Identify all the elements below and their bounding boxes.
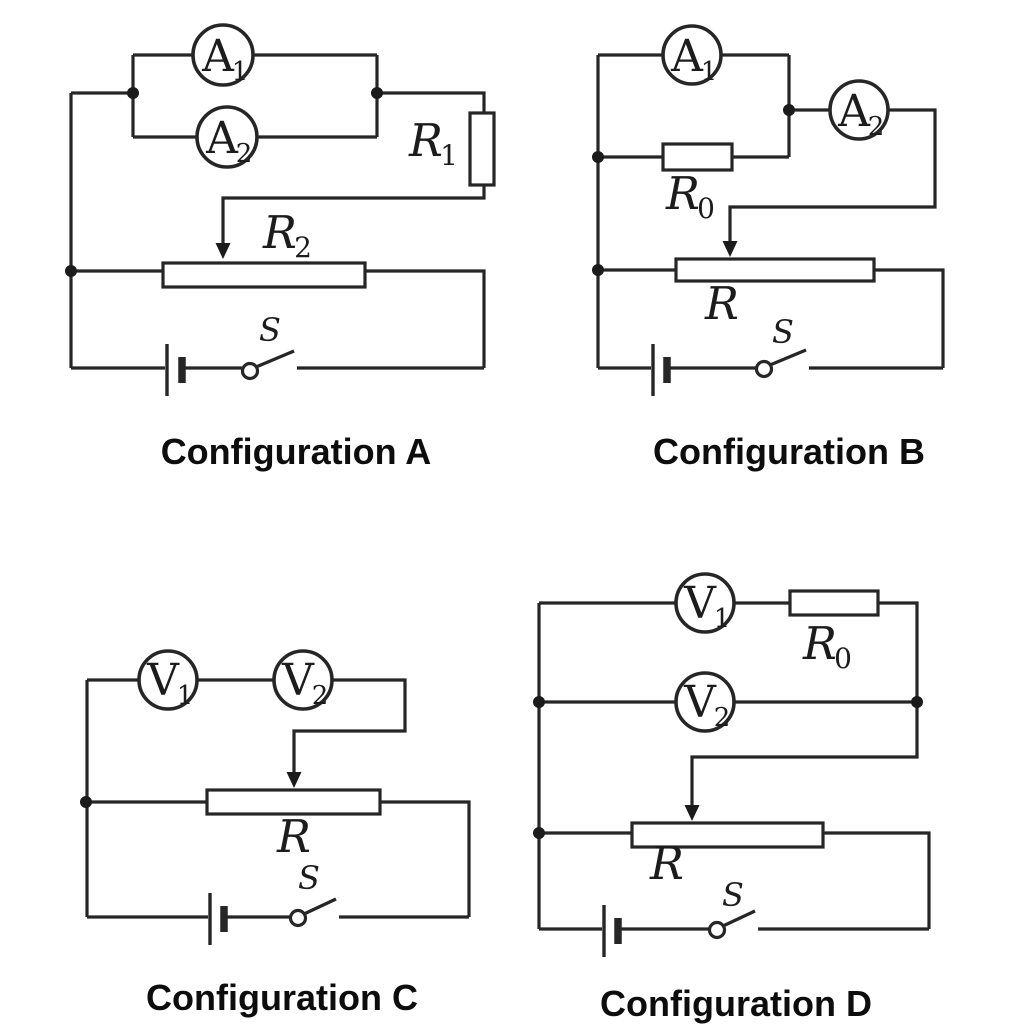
switch-lever-d xyxy=(722,909,756,928)
switch-pivot-d xyxy=(707,920,727,940)
voltmeter-v2-label-d: V xyxy=(683,677,717,728)
rheostat-r-symbol-c xyxy=(205,788,382,816)
rheostat-r-symbol-b xyxy=(674,257,876,283)
junction-dot xyxy=(371,87,383,99)
resistor-r0-subscript-d: 0 xyxy=(834,642,852,675)
caption-configuration-b: Configuration B xyxy=(653,431,925,472)
circuit-configuration-b: A 1 A 2 R 0 R S Configuration B xyxy=(592,24,945,472)
switch-lever-b xyxy=(769,348,807,367)
resistor-r0-label-b: R xyxy=(665,167,700,220)
ammeter-a2-label-b: A xyxy=(837,86,871,137)
switch-pivot-b xyxy=(754,359,774,379)
caption-configuration-d: Configuration D xyxy=(600,983,872,1024)
voltmeter-v1-subscript-d: 1 xyxy=(714,604,731,634)
rheostat-r2-subscript: 2 xyxy=(294,231,312,264)
rheostat-slider-arrow-c xyxy=(286,772,302,788)
voltmeter-v1-label-d: V xyxy=(683,578,717,629)
ammeter-a1-label-b: A xyxy=(670,31,704,82)
voltmeter-v1-symbol-c xyxy=(137,649,199,711)
junction-dot xyxy=(533,827,545,839)
resistor-r0-subscript-b: 0 xyxy=(697,192,715,225)
switch-pivot-c xyxy=(288,908,308,928)
junction-dot xyxy=(80,796,92,808)
resistor-r0-label-d: R xyxy=(802,617,837,670)
ammeter-a1-subscript: 1 xyxy=(232,57,249,87)
junction-dot xyxy=(592,151,604,163)
voltmeter-v1-symbol-d xyxy=(674,572,736,634)
resistor-r1-symbol xyxy=(468,111,496,187)
rheostat-r2-label: R xyxy=(262,206,297,259)
ammeter-a1-symbol xyxy=(191,23,255,87)
circuit-configuration-d: V 1 V 2 R 0 R S Configuration D xyxy=(533,572,931,1024)
ammeter-a2-symbol-b xyxy=(828,79,890,141)
voltmeter-v2-subscript-d: 2 xyxy=(714,703,731,733)
ammeter-a1-symbol-b xyxy=(661,24,723,86)
caption-configuration-c: Configuration C xyxy=(146,977,418,1018)
rheostat-slider-arrow-b xyxy=(722,241,738,257)
resistor-r0-symbol-b xyxy=(661,142,734,172)
resistor-r1-label: R xyxy=(408,114,443,167)
voltmeter-v1-label-c: V xyxy=(146,655,180,706)
junction-dot xyxy=(65,265,77,277)
rheostat-r-label-d: R xyxy=(649,837,684,890)
voltmeter-v1-subscript-c: 1 xyxy=(177,681,194,711)
rheostat-slider-arrow-d xyxy=(684,805,700,821)
switch-lever-c xyxy=(303,897,337,916)
switch-label-a: S xyxy=(259,311,281,349)
switch-label-c: S xyxy=(298,859,320,897)
junction-dot xyxy=(592,264,604,276)
switch-label-b: S xyxy=(772,313,794,351)
rheostat-r-label-b: R xyxy=(704,277,739,330)
rheostat-slider-arrow-a xyxy=(215,243,231,259)
wires-b xyxy=(596,53,945,370)
voltmeter-v2-symbol-d xyxy=(674,671,736,733)
switch-pivot-a xyxy=(240,361,260,381)
switch-label-d: S xyxy=(722,876,744,914)
junction-dot xyxy=(783,104,795,116)
ammeter-a2-subscript: 2 xyxy=(236,139,253,169)
circuit-configuration-a: A 1 A 2 R 1 R 2 S Configuration A xyxy=(65,23,496,472)
junction-dot xyxy=(911,696,923,708)
resistor-r0-symbol-d xyxy=(788,589,880,617)
junction-dot xyxy=(127,87,139,99)
switch-lever-a xyxy=(255,349,295,369)
voltmeter-v2-symbol-c xyxy=(272,649,334,711)
voltmeter-v2-subscript-c: 2 xyxy=(312,681,329,711)
voltmeter-v2-label-c: V xyxy=(281,655,315,706)
ammeter-a2-symbol xyxy=(195,105,259,169)
caption-configuration-a: Configuration A xyxy=(161,431,432,472)
rheostat-r2-symbol xyxy=(161,261,367,289)
ammeter-a1-subscript-b: 1 xyxy=(701,57,718,87)
ammeter-a2-label: A xyxy=(205,113,239,164)
resistor-r1-subscript: 1 xyxy=(440,139,458,172)
rheostat-r-label-c: R xyxy=(276,810,311,863)
ammeter-a2-subscript-b: 2 xyxy=(868,112,885,142)
circuit-configuration-c: V 1 V 2 R S Configuration C xyxy=(80,649,471,1018)
junction-dot xyxy=(533,696,545,708)
rheostat-r-symbol-d xyxy=(630,821,825,849)
ammeter-a1-label: A xyxy=(201,31,235,82)
